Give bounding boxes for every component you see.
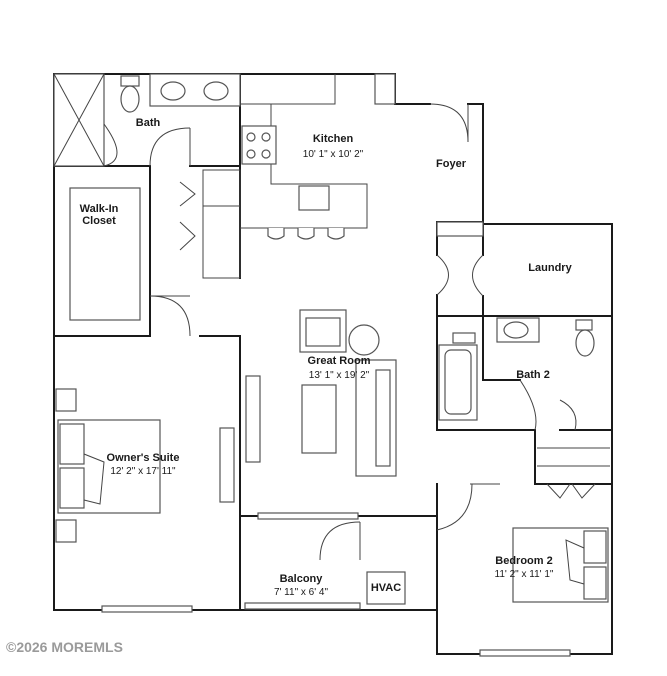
kitchen-size: 10' 1" x 10' 2" [303,149,364,160]
copyright-watermark: ©2026 MOREMLS [6,639,123,655]
laundry-bath2-fixtures [436,221,595,421]
owners-suite-size: 12' 2" x 17' 11" [110,466,176,477]
kitchen-label: Kitchen [313,133,354,145]
walk-in-closet-label: Walk-In [80,203,119,215]
bath-fixtures [53,73,241,167]
walk-in-closet-label-2: Closet [82,215,116,227]
foyer-label: Foyer [436,158,467,170]
bedroom-2-furniture [512,527,609,603]
bath-2-label: Bath 2 [516,369,550,381]
owners-suite-furniture [55,388,235,543]
bath-label: Bath [136,117,161,129]
hvac-label: HVAC [371,582,401,594]
balcony-size: 7' 11" x 6' 4" [274,587,329,598]
great-room-size: 13' 1" x 19' 2" [309,370,370,381]
closet-shelving [69,187,141,321]
great-room-furniture [245,309,397,477]
owners-suite-label: Owner's Suite [107,452,180,464]
bedroom-2-size: 11' 2" x 11' 1" [495,569,554,580]
balcony-hvac [366,571,406,605]
laundry-label: Laundry [528,262,572,274]
kitchen-fixtures [240,73,396,240]
doors [96,103,596,561]
windows [101,512,571,657]
great-room-label: Great Room [308,355,371,367]
bedroom-2-label: Bedroom 2 [495,555,552,567]
balcony-label: Balcony [280,573,324,585]
